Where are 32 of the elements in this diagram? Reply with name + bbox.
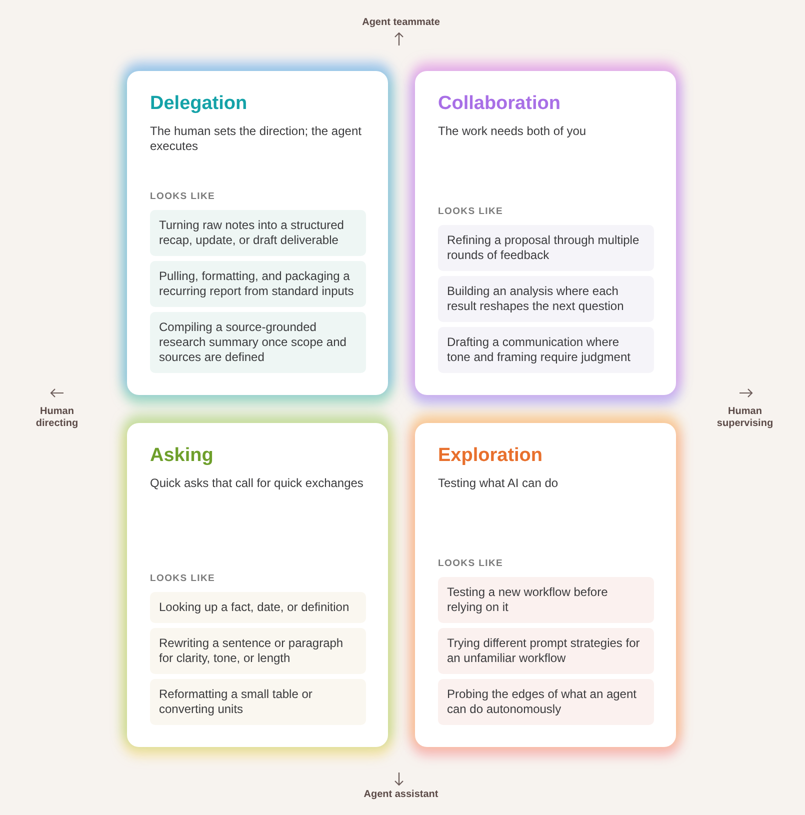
- quadrant-card: [127, 71, 388, 395]
- example-panel: Drafting a communication where tone and framing require judgment: [438, 327, 654, 373]
- quadrant-card: [415, 423, 676, 747]
- card-description: The work needs both of you: [438, 124, 588, 139]
- example-panel: Trying different prompt strategies for an unfamiliar workflow: [438, 628, 654, 674]
- card-title: Delegation: [150, 92, 248, 116]
- card-description: Quick asks that call for quick exchanges: [150, 476, 364, 491]
- axis-label: Human supervising: [716, 406, 774, 430]
- example-panel: Probing the edges of what an agent can do autonomously: [438, 679, 654, 725]
- section-heading: LOOKS LIKE: [150, 191, 216, 203]
- quadrant-card: [127, 423, 388, 747]
- example-panel: Compiling a source-grounded research summary once scope and sources are defined: [150, 312, 366, 373]
- card-title: Exploration: [438, 444, 544, 468]
- example-panel: Building an analysis where each result reshapes the next question: [438, 276, 654, 322]
- card-description: The human sets the direction; the agent executes: [150, 124, 362, 154]
- card-description: Testing what AI can do: [438, 476, 560, 491]
- axis-label: Agent teammate: [361, 17, 441, 29]
- card-title: Collaboration: [438, 92, 562, 116]
- example-panel: Rewriting a sentence or paragraph for clarity, tone, or length: [150, 628, 366, 674]
- example-panel: Refining a proposal through multiple rounds of feedback: [438, 225, 654, 271]
- axis-label: Human directing: [34, 406, 80, 430]
- example-panel: Turning raw notes into a structured recap, update, or draft deliverable: [150, 210, 366, 256]
- axis-label: Agent assistant: [362, 789, 440, 801]
- example-panel: Looking up a fact, date, or definition: [150, 592, 366, 623]
- card-title: Asking: [150, 444, 214, 468]
- example-panel: Pulling, formatting, and packaging a recurring report from standard inputs: [150, 261, 366, 307]
- example-panel: Testing a new workflow before relying on it: [438, 577, 654, 623]
- section-heading: LOOKS LIKE: [438, 558, 504, 570]
- example-panel: Reformatting a small table or converting units: [150, 679, 366, 725]
- section-heading: LOOKS LIKE: [150, 573, 216, 585]
- section-heading: LOOKS LIKE: [438, 206, 504, 218]
- quadrant-card: [415, 71, 676, 395]
